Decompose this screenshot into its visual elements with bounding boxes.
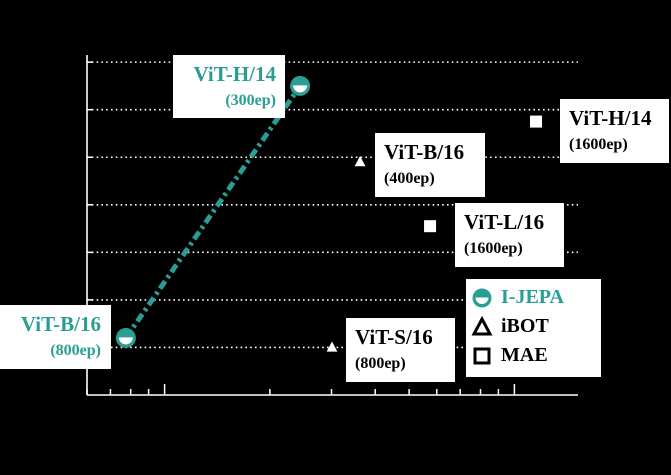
annotation-epochs-label: (300ep): [225, 92, 276, 109]
annotation-model-label: ViT-B/16: [20, 312, 101, 336]
annotation-mae-vit-l16: ViT-L/16 (1600ep): [455, 203, 564, 267]
legend-label: I-JEPA: [501, 286, 564, 308]
half-filled-circle-icon: [472, 288, 492, 307]
triangle-icon: [471, 315, 493, 335]
annotation-ijepa-vit-b16: ViT-B/16 (800ep): [0, 305, 111, 369]
annotation-model-label: ViT-B/16: [384, 140, 465, 164]
legend-label: iBOT: [501, 315, 549, 337]
annotation-ibot-vit-b16: ViT-B/16 (400ep): [375, 133, 485, 197]
square-icon: [473, 347, 491, 364]
legend-item-mae: MAE: [466, 341, 601, 370]
annotation-epochs-label: (800ep): [50, 342, 101, 359]
annotation-model-label: ViT-H/14: [193, 62, 276, 86]
annotation-mae-vit-h14: ViT-H/14 (1600ep): [560, 99, 669, 163]
marker-i-jepa-vit-b-16: [115, 327, 136, 348]
legend-label: MAE: [501, 344, 548, 366]
grid-layer: [87, 61, 578, 349]
marker-ibot-vit-s-16: [326, 341, 338, 352]
marker-layer: [115, 75, 543, 352]
annotation-ibot-vit-s16: ViT-S/16 (800ep): [346, 318, 455, 382]
annotation-model-label: ViT-H/14: [569, 106, 652, 130]
marker-i-jepa-vit-h-14: [290, 75, 311, 96]
annotation-epochs-label: (1600ep): [569, 136, 628, 153]
marker-mae-vit-l-16: [424, 220, 437, 233]
annotation-epochs-label: (800ep): [355, 355, 406, 372]
annotation-model-label: ViT-L/16: [464, 210, 545, 234]
marker-mae-vit-h-14: [530, 115, 543, 128]
series-line-i-jepa: [123, 84, 303, 340]
series-line-layer: [123, 84, 303, 340]
annotation-model-label: ViT-S/16: [355, 325, 433, 349]
annotation-epochs-label: (1600ep): [464, 240, 523, 257]
legend-item-ijepa: I-JEPA: [466, 283, 601, 312]
legend-item-ibot: iBOT: [466, 312, 601, 341]
marker-ibot-vit-b-16: [354, 155, 366, 167]
marker-i-jepa-vit-h-14-half: [293, 85, 308, 93]
annotation-epochs-label: (400ep): [384, 170, 435, 187]
marker-i-jepa-vit-b-16-half: [118, 337, 133, 345]
chart-legend: I-JEPA iBOT MAE: [466, 279, 601, 377]
annotation-ijepa-vit-h14: ViT-H/14 (300ep): [173, 55, 285, 118]
